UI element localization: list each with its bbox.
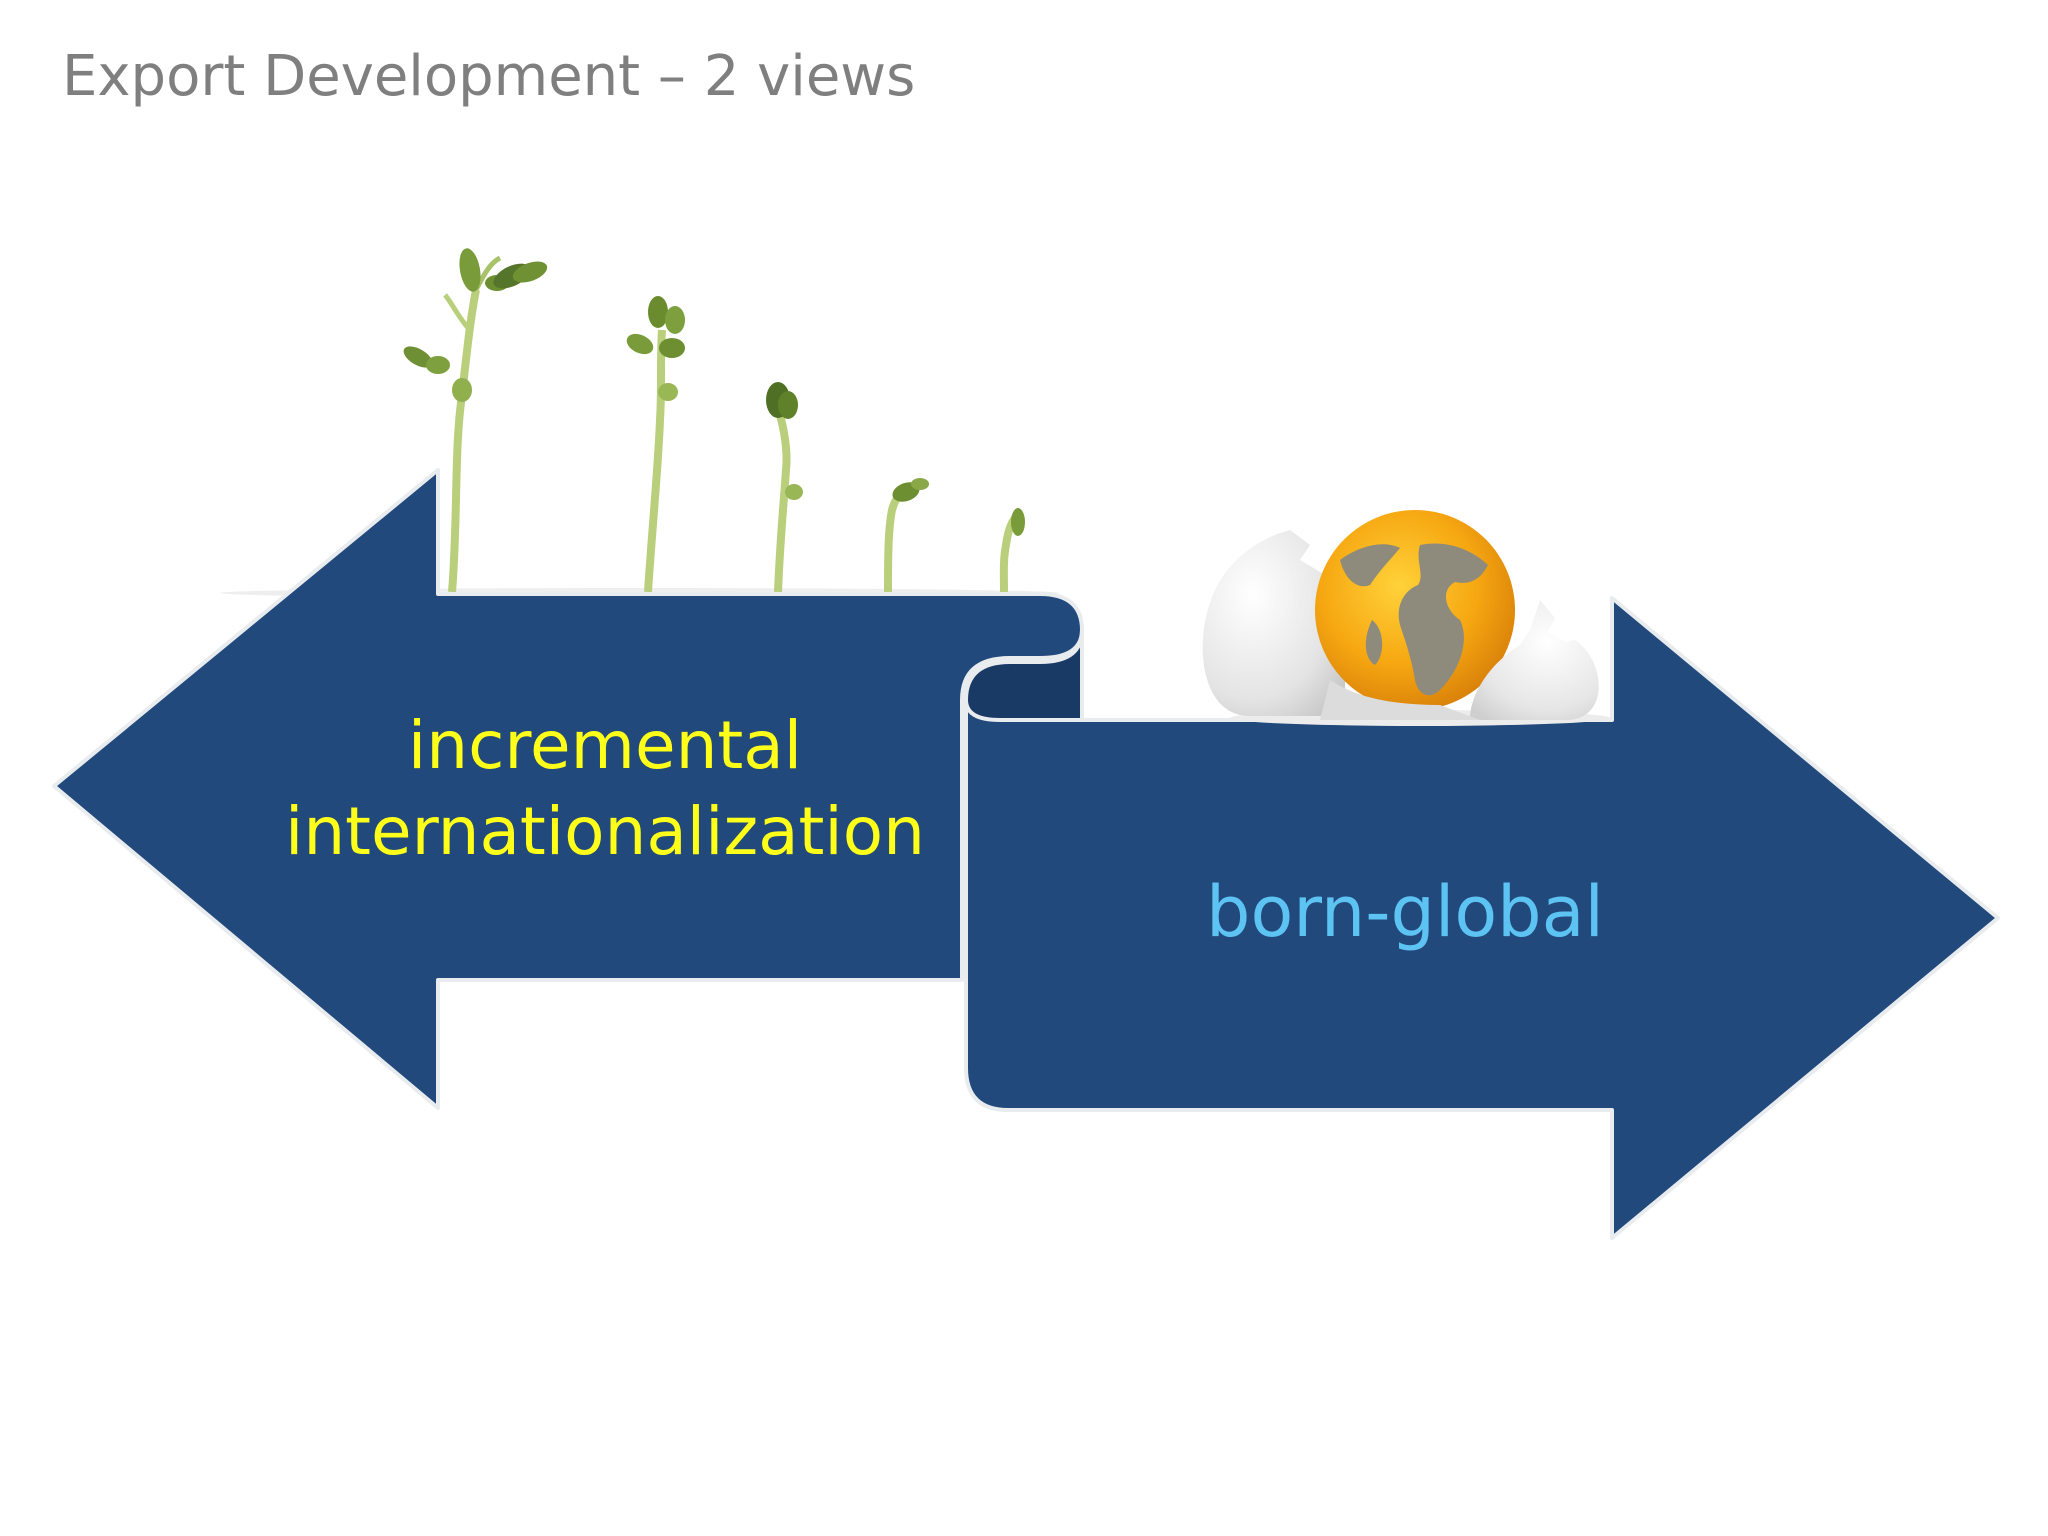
incremental-label-line-1: incremental: [408, 707, 802, 784]
seedling-3-icon: [766, 382, 803, 593]
seedling-4-icon: [884, 478, 929, 593]
incremental-arrow: [52, 468, 1084, 1110]
incremental-label-line-2: internationalization: [285, 793, 925, 870]
born-global-label: born-global: [1206, 871, 1604, 953]
seedling-2-icon: [626, 296, 685, 593]
globe-hatching-from-egg-icon: [1202, 510, 1610, 726]
seedling-5-icon: [999, 508, 1025, 593]
slide-title: Export Development – 2 views: [62, 44, 916, 109]
ribbon-fold: [964, 628, 1084, 722]
seedling-1-icon: [403, 248, 548, 593]
